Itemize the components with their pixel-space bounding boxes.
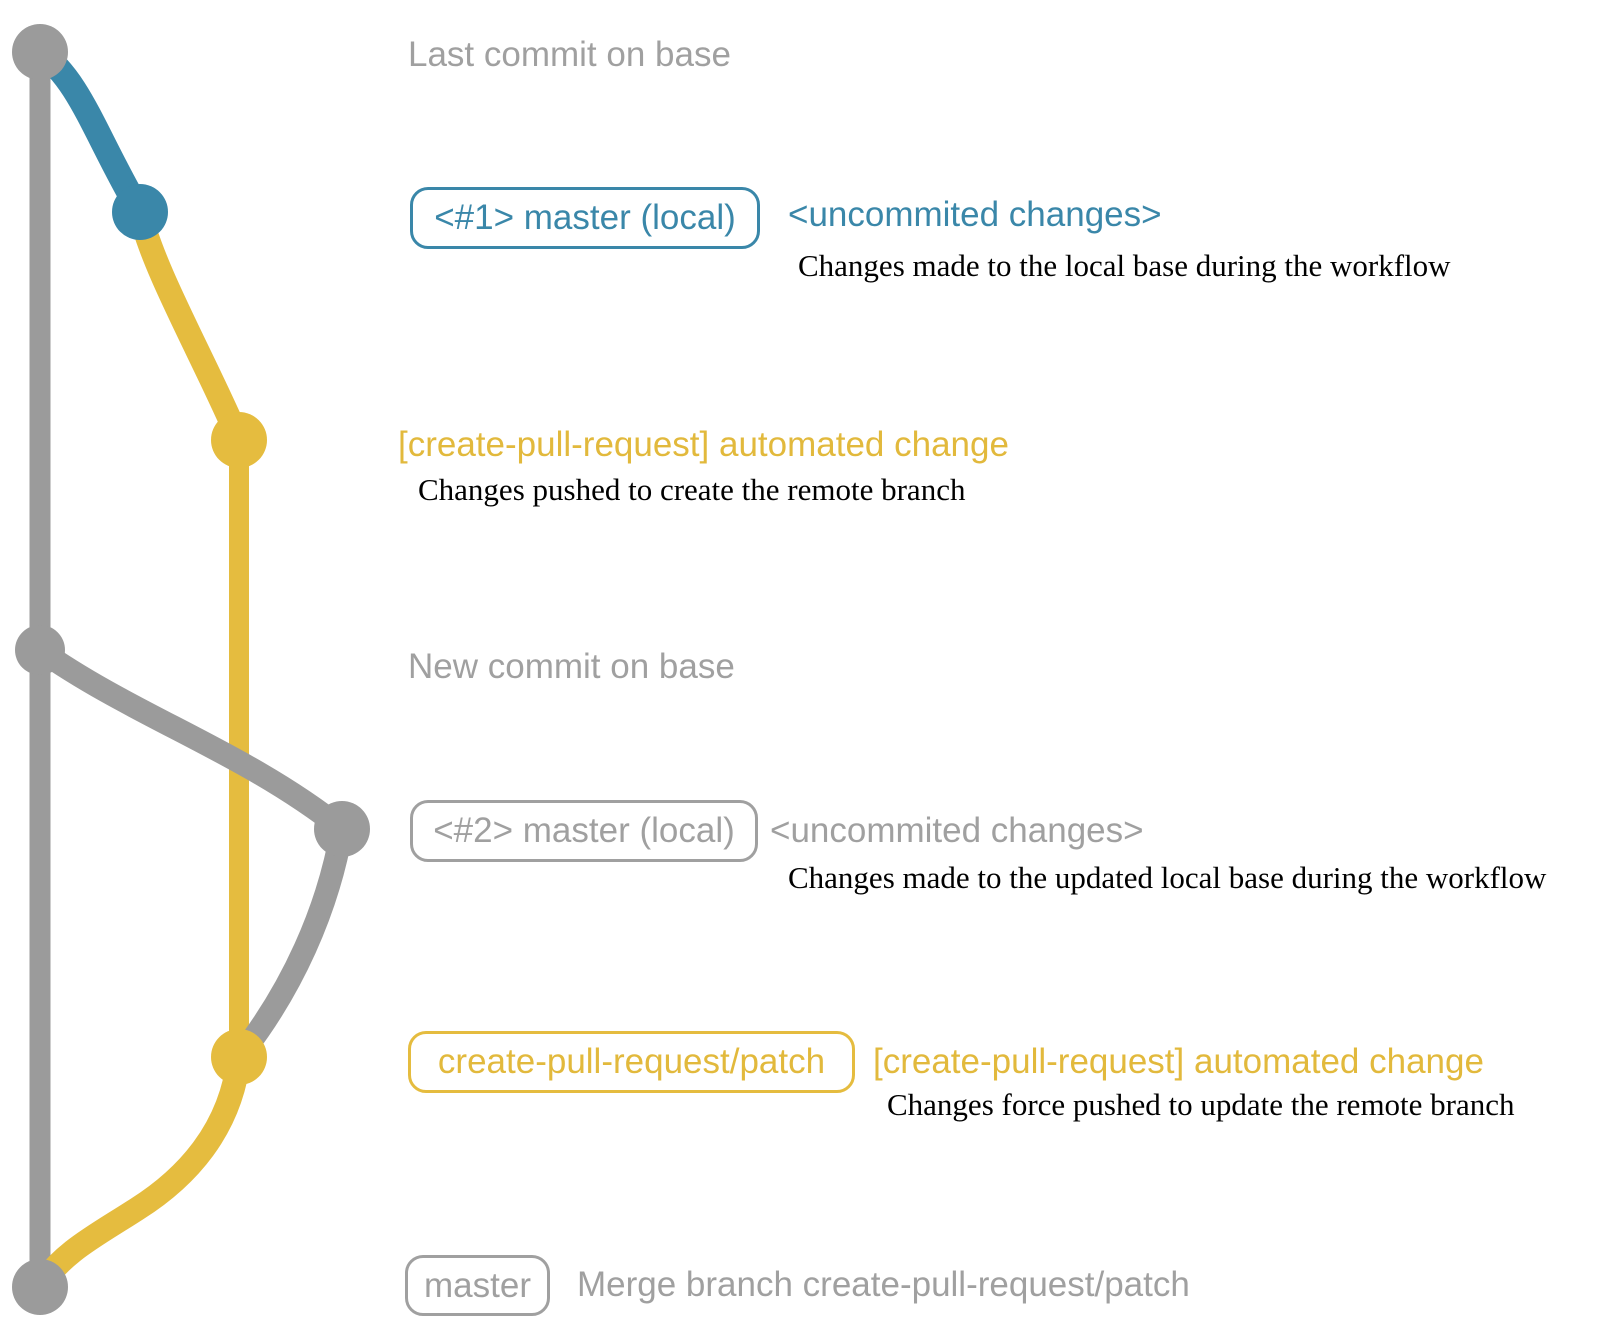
badge-master-label: master xyxy=(424,1265,531,1305)
badge-create-pull-request-patch-label: create-pull-request/patch xyxy=(437,1042,826,1081)
new-commit-label: New commit on base xyxy=(408,647,735,686)
remote-2-description: Changes force pushed to update the remot… xyxy=(887,1087,1515,1122)
commit-node-last-base xyxy=(12,24,68,80)
commit-node-merge xyxy=(12,1259,68,1315)
uncommited-changes-label-2: <uncommited changes> xyxy=(770,811,1144,850)
commit-node-new-base xyxy=(15,625,65,675)
commit-node-local-1 xyxy=(112,184,168,240)
remote-merge-curve xyxy=(28,1045,251,1299)
automated-change-label-2: [create-pull-request] automated change xyxy=(873,1042,1484,1081)
automated-change-label-1: [create-pull-request] automated change xyxy=(398,425,1009,464)
commit-node-remote-1 xyxy=(211,412,267,468)
badge-master-local-2: <#2> master (local) xyxy=(410,800,758,862)
badge-master-local-1-label: <#1> master (local) xyxy=(434,198,736,237)
badge-master-local-1: <#1> master (local) xyxy=(410,187,760,249)
badge-create-pull-request-patch: create-pull-request/patch xyxy=(408,1031,855,1093)
badge-master-local-2-label: <#2> master (local) xyxy=(433,811,735,850)
local-branch-curve-2 xyxy=(28,638,354,841)
uncommited-changes-label-1: <uncommited changes> xyxy=(788,195,1162,234)
last-commit-label: Last commit on base xyxy=(408,35,731,74)
commit-node-local-2 xyxy=(314,801,370,857)
remote-1-description: Changes pushed to create the remote bran… xyxy=(418,472,966,507)
merge-branch-label: Merge branch create-pull-request/patch xyxy=(577,1265,1190,1304)
local-1-description: Changes made to the local base during th… xyxy=(798,248,1451,283)
local-to-remote-curve xyxy=(227,817,354,1069)
local-2-description: Changes made to the updated local base d… xyxy=(788,860,1547,895)
local-branch-curve-1 xyxy=(27,39,153,225)
remote-branch-curve-1 xyxy=(128,200,251,452)
badge-master: master xyxy=(405,1255,550,1316)
commit-node-remote-2 xyxy=(211,1029,267,1085)
